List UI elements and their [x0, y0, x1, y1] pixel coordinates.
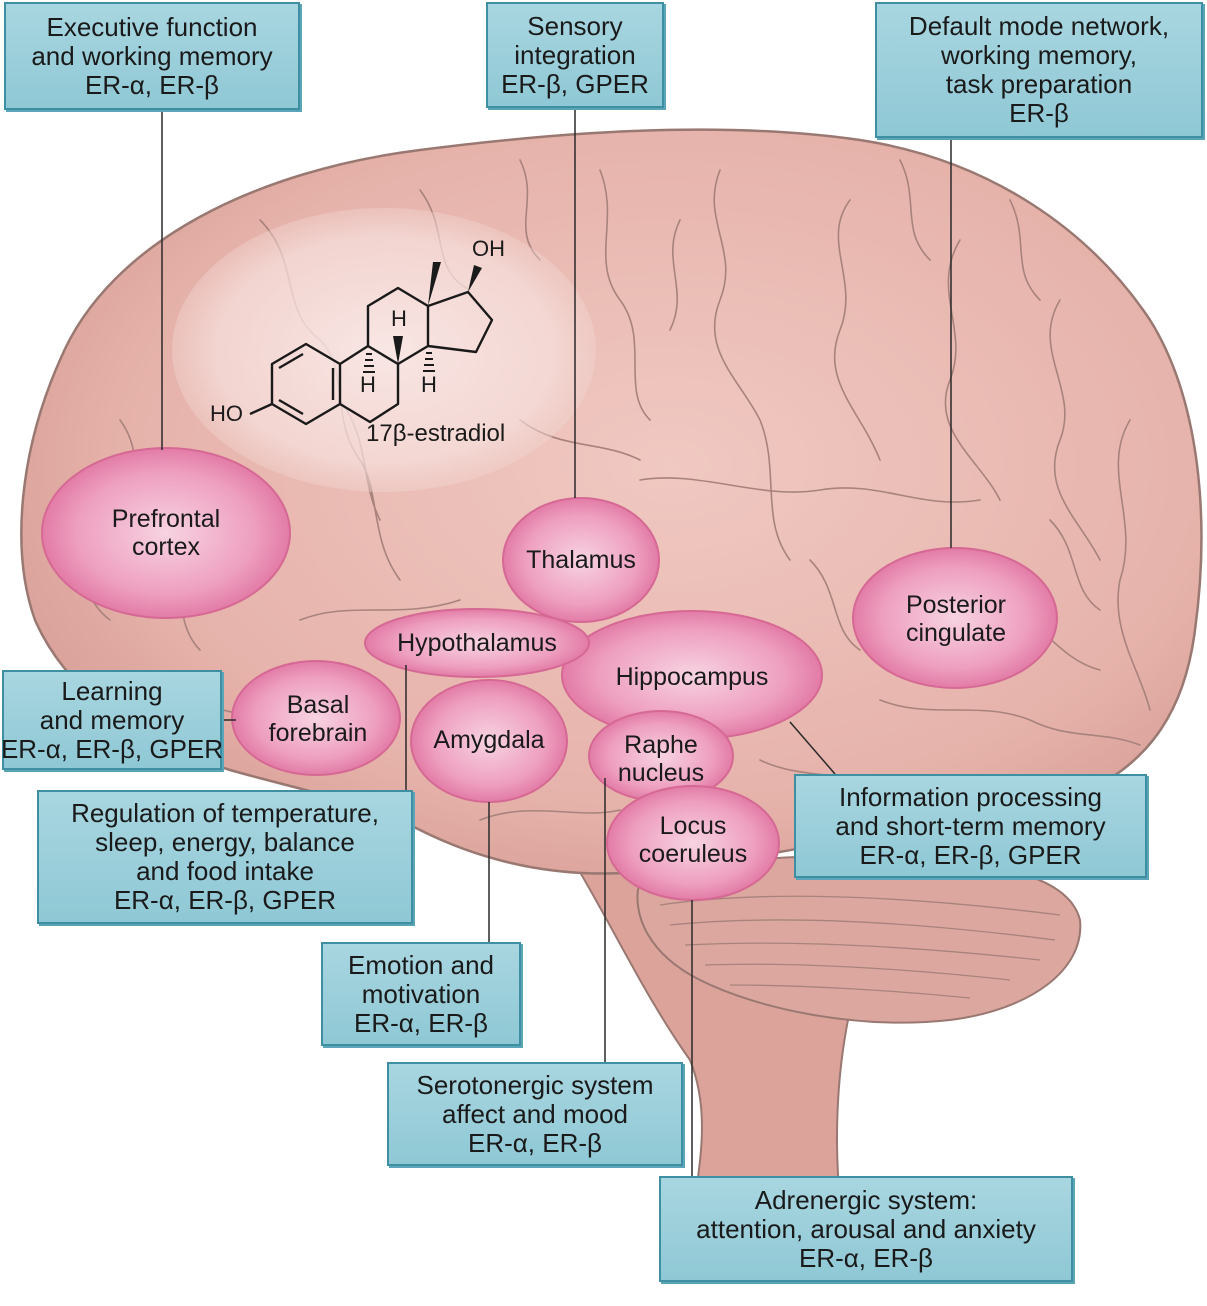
region-locus-coeruleus: Locus coeruleus — [610, 797, 776, 883]
estradiol-structure — [249, 286, 494, 426]
box-line: integration — [514, 39, 636, 70]
box-line: Emotion and — [348, 949, 494, 980]
region-prefrontal: Prefrontal cortex — [66, 490, 266, 576]
h9-wedge — [393, 336, 403, 364]
methyl-wedge — [428, 262, 441, 306]
hydrogen-label-1: H — [391, 306, 407, 331]
region-label: cingulate — [905, 619, 1007, 647]
box-line: attention, arousal and anxiety — [696, 1213, 1036, 1244]
box-line: Regulation of temperature, — [71, 798, 379, 828]
box-sensory: Sensory integration ER-β, GPER — [486, 2, 664, 108]
box-line: ER-α, ER-β — [799, 1242, 933, 1273]
molecule-name: 17β-estradiol — [366, 420, 506, 447]
box-line: Default mode network, — [908, 11, 1170, 41]
thalamus-ellipse — [502, 497, 660, 623]
box-default-mode: Default mode network, working memory, ta… — [875, 2, 1203, 138]
hydrogen-label-2: H — [360, 372, 376, 397]
region-label: nucleus — [617, 759, 705, 787]
region-label: Thalamus — [526, 546, 636, 574]
box-line: ER-α, ER-β, GPER — [0, 733, 224, 764]
posterior-cingulate-ellipse — [852, 547, 1058, 689]
box-line: Executive function — [46, 11, 258, 42]
box-line: sleep, energy, balance — [95, 827, 355, 857]
region-label: forebrain — [268, 719, 368, 747]
region-label: Basal — [286, 691, 350, 719]
region-label: Raphe — [624, 731, 698, 759]
box-regulation: Regulation of temperature, sleep, energy… — [37, 790, 413, 924]
box-line: and short-term memory — [835, 810, 1106, 841]
region-thalamus: Thalamus — [500, 540, 662, 580]
box-line: working memory, — [940, 40, 1137, 70]
locus-coeruleus-ellipse — [606, 785, 780, 901]
estradiol-highlight — [172, 208, 596, 492]
box-line: affect and mood — [442, 1098, 628, 1129]
box-serotonergic: Serotonergic system affect and mood ER-α… — [387, 1062, 683, 1166]
box-line: and food intake — [136, 856, 314, 886]
region-basal-forebrain: Basal forebrain — [238, 676, 398, 762]
box-line: ER-α, ER-β, GPER — [859, 839, 1082, 870]
region-label: Locus — [659, 812, 727, 840]
hypothalamus-ellipse — [364, 608, 590, 678]
box-line: Serotonergic system — [416, 1069, 654, 1100]
box-line: ER-α, ER-β — [354, 1007, 488, 1038]
box-line: ER-β — [1009, 98, 1069, 128]
box-line: motivation — [361, 978, 481, 1009]
region-hippocampus: Hippocampus — [577, 657, 807, 697]
region-label: Posterior — [905, 591, 1007, 619]
box-line: ER-α, ER-β, GPER — [113, 885, 337, 915]
box-executive: Executive function and working memory ER… — [4, 2, 300, 110]
oh-wedge — [468, 265, 482, 292]
box-line: task preparation — [945, 69, 1133, 99]
region-label: Hippocampus — [615, 663, 769, 691]
region-label: Prefrontal — [111, 505, 221, 533]
region-label: coeruleus — [638, 840, 748, 868]
ho-label: HO — [210, 401, 243, 426]
box-adrenergic: Adrenergic system: attention, arousal an… — [659, 1176, 1073, 1282]
prefrontal-ellipse — [41, 447, 291, 619]
region-hypothalamus: Hypothalamus — [372, 623, 582, 663]
box-line: and working memory — [31, 40, 273, 71]
oh-label: OH — [472, 236, 505, 261]
region-posterior-cingulate: Posterior cingulate — [856, 576, 1056, 662]
box-line: Sensory — [527, 10, 623, 41]
region-ellipses — [41, 447, 1058, 901]
region-raphe: Raphe nucleus — [590, 716, 732, 802]
box-line: ER-β, GPER — [501, 68, 649, 99]
box-line: ER-α, ER-β — [468, 1127, 602, 1158]
box-line: Adrenergic system: — [754, 1184, 978, 1215]
box-line: and memory — [39, 704, 185, 735]
region-label: cortex — [131, 533, 201, 561]
box-line: ER-α, ER-β — [85, 69, 219, 100]
hydrogen-label-3: H — [421, 372, 437, 397]
box-line: Information processing — [838, 781, 1103, 812]
region-label: Hypothalamus — [397, 629, 557, 657]
box-emotion: Emotion and motivation ER-α, ER-β — [321, 942, 521, 1046]
leader-lines — [161, 108, 952, 1176]
hash-bonds — [363, 352, 435, 373]
region-label: Amygdala — [433, 726, 545, 754]
box-line: Learning — [61, 675, 163, 706]
basal-forebrain-ellipse — [231, 660, 401, 776]
region-amygdala: Amygdala — [414, 720, 564, 760]
box-information: Information processing and short-term me… — [794, 774, 1147, 878]
box-learning: Learning and memory ER-α, ER-β, GPER — [0, 670, 224, 770]
